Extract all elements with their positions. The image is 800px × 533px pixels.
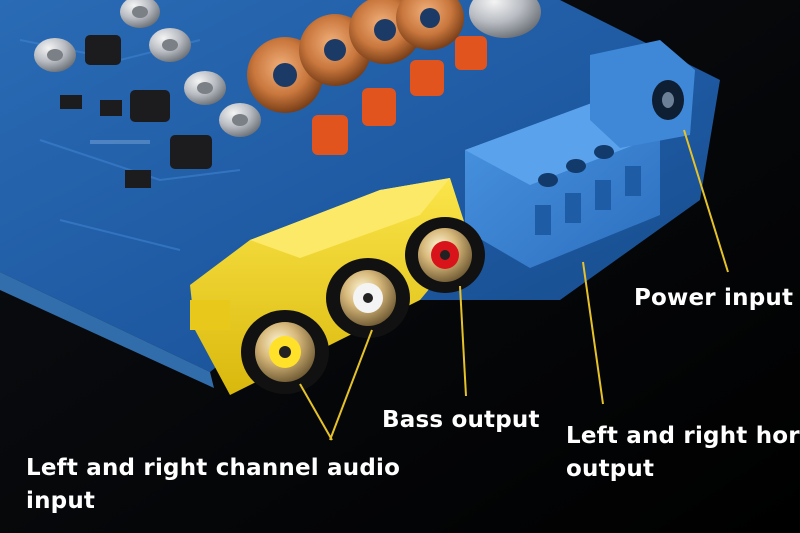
pointer-horn <box>582 261 604 405</box>
horn-output-text-line2: output <box>566 456 655 483</box>
audio-input-label: Left and right channel audio input <box>26 452 400 519</box>
pcb-board <box>0 0 720 388</box>
pointer-bass <box>459 285 467 397</box>
smd-inductors <box>60 35 212 188</box>
audio-input-text-line2: input <box>26 488 96 515</box>
audio-input-text-line1: Left and right channel audio <box>26 455 401 481</box>
dc-power-jack <box>590 40 695 148</box>
electrolytic-capacitors <box>34 0 541 137</box>
horn-output-label: Left and right horn output <box>566 420 800 487</box>
pointer-power <box>683 129 729 273</box>
rca-jack-bass <box>405 217 485 293</box>
pointer-audio-right <box>329 329 373 441</box>
bass-output-label: Bass output <box>382 404 540 437</box>
horn-output-text-line1: Left and right horn <box>566 423 800 449</box>
power-input-label: Power input <box>634 282 793 315</box>
pointer-lines <box>299 129 729 441</box>
rca-jack-left-audio <box>241 310 329 394</box>
power-input-text: Power input <box>634 285 794 311</box>
pointer-audio-left <box>299 383 333 441</box>
rca-jacks <box>241 217 485 394</box>
film-capacitors <box>312 36 487 155</box>
toroidal-inductors <box>247 0 464 113</box>
bass-output-text: Bass output <box>382 407 540 433</box>
rca-jack-right-audio <box>326 258 410 338</box>
